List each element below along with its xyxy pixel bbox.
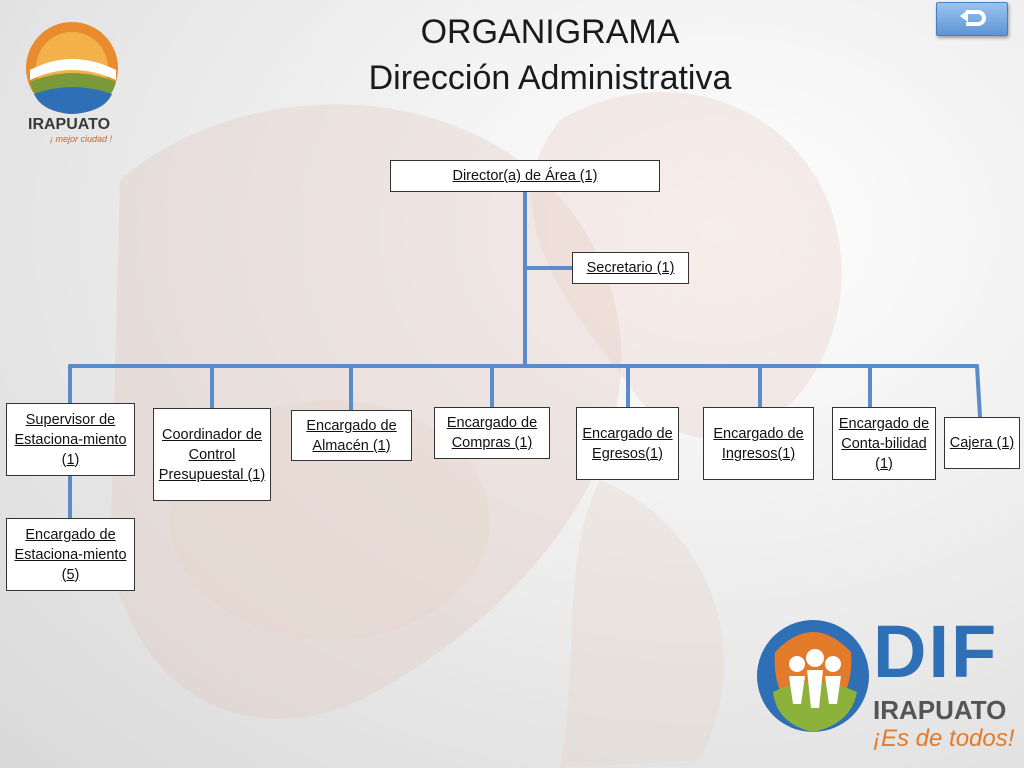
- org-node-compras: Encargado de Compras (1): [434, 407, 550, 459]
- org-node-coordinador: Coordinador de Control Presupuestal (1): [153, 408, 271, 501]
- dif-logo-slogan: ¡Es de todos!: [873, 725, 1015, 752]
- irapuato-logo-name: IRAPUATO: [28, 116, 111, 133]
- irapuato-logo-slogan: ¡ mejor ciudad !: [50, 134, 113, 144]
- dif-logo-city: IRAPUATO: [873, 695, 1007, 725]
- org-node-almacen: Encargado de Almacén (1): [291, 410, 412, 461]
- back-button[interactable]: [936, 2, 1008, 36]
- dif-emblem: [757, 620, 869, 732]
- dif-irapuato-logo: DIF IRAPUATO ¡Es de todos!: [755, 610, 1014, 762]
- org-node-supervisor: Supervisor de Estaciona-miento (1): [6, 403, 135, 476]
- dif-logo-name: DIF: [873, 610, 999, 693]
- org-node-cajera: Cajera (1): [944, 417, 1020, 469]
- org-node-director: Director(a) de Área (1): [390, 160, 660, 192]
- org-node-estacionamiento: Encargado de Estaciona-miento (5): [6, 518, 135, 591]
- return-arrow-icon: [960, 10, 986, 26]
- irapuato-sun-emblem: [26, 22, 118, 114]
- org-node-egresos: Encargado de Egresos(1): [576, 407, 679, 480]
- irapuato-logo: IRAPUATO ¡ mejor ciudad !: [20, 8, 130, 148]
- org-node-contabilidad: Encargado de Conta-bilidad (1): [832, 407, 936, 480]
- slide-title: ORGANIGRAMA: [420, 13, 680, 51]
- org-node-secretario: Secretario (1): [572, 252, 689, 284]
- slide-subtitle: Dirección Administrativa: [368, 59, 732, 97]
- org-node-ingresos: Encargado de Ingresos(1): [703, 407, 814, 480]
